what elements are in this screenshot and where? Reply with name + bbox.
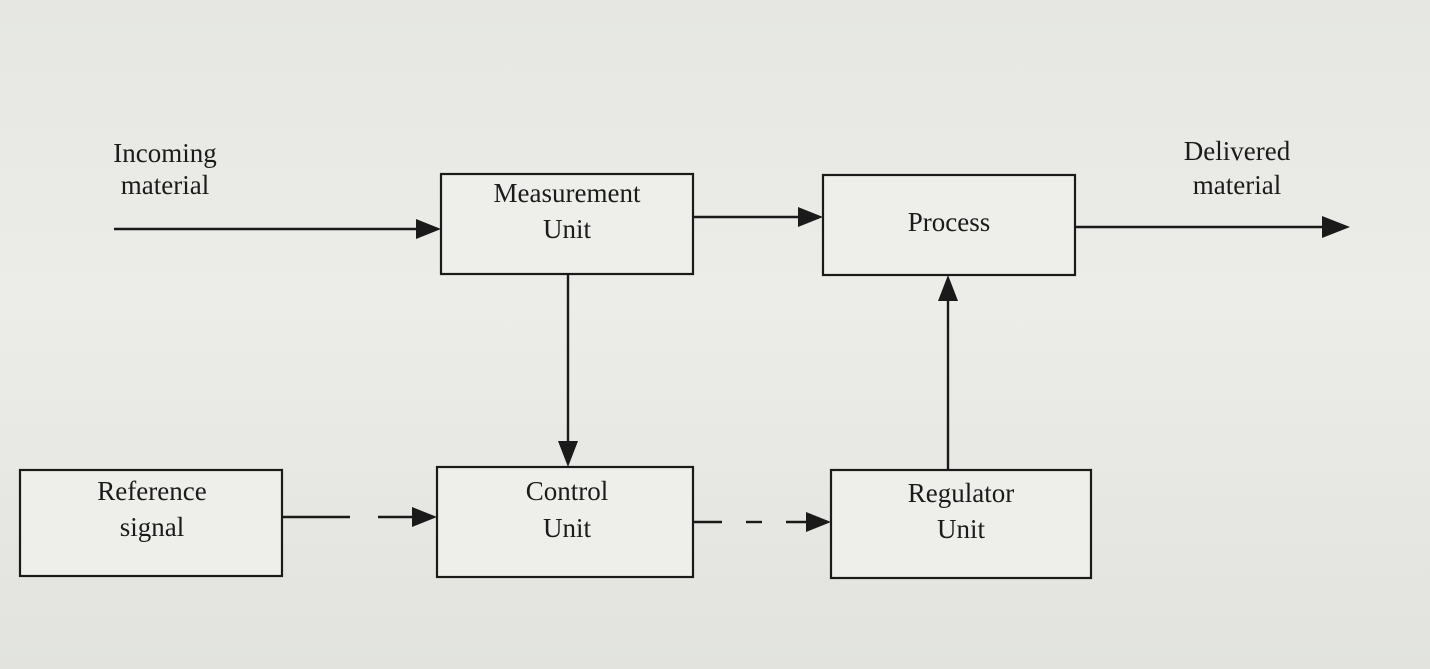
arrow-incoming-to-measurement	[114, 219, 441, 239]
incoming-label-line1: Incoming	[113, 138, 216, 168]
regulator-unit-box: Regulator Unit	[829, 468, 1093, 580]
regulator-label-line1: Regulator	[908, 478, 1014, 508]
arrow-measurement-to-control	[558, 274, 578, 467]
measurement-label-line2: Unit	[543, 214, 592, 244]
reference-label-line2: signal	[120, 512, 185, 542]
process-label: Process	[908, 207, 991, 237]
arrow-regulator-to-process	[938, 275, 958, 470]
reference-label-line1: Reference	[97, 476, 206, 506]
delivered-label-line2: material	[1193, 170, 1281, 200]
measurement-label-line1: Measurement	[494, 178, 641, 208]
delivered-label-line1: Delivered	[1184, 136, 1291, 166]
reference-signal-box: Reference signal	[18, 468, 284, 578]
measurement-unit-box: Measurement Unit	[439, 172, 695, 276]
arrow-control-to-regulator-dashed	[693, 512, 831, 532]
incoming-label-line2: material	[121, 170, 209, 200]
arrow-process-to-delivered	[1075, 216, 1350, 238]
regulator-label-line2: Unit	[937, 514, 986, 544]
arrow-reference-to-control-dashed	[282, 507, 437, 527]
control-label-line2: Unit	[543, 513, 592, 543]
control-label-line1: Control	[526, 476, 609, 506]
arrow-measurement-to-process	[693, 207, 823, 227]
process-box: Process	[821, 173, 1077, 277]
control-unit-box: Control Unit	[435, 465, 695, 579]
